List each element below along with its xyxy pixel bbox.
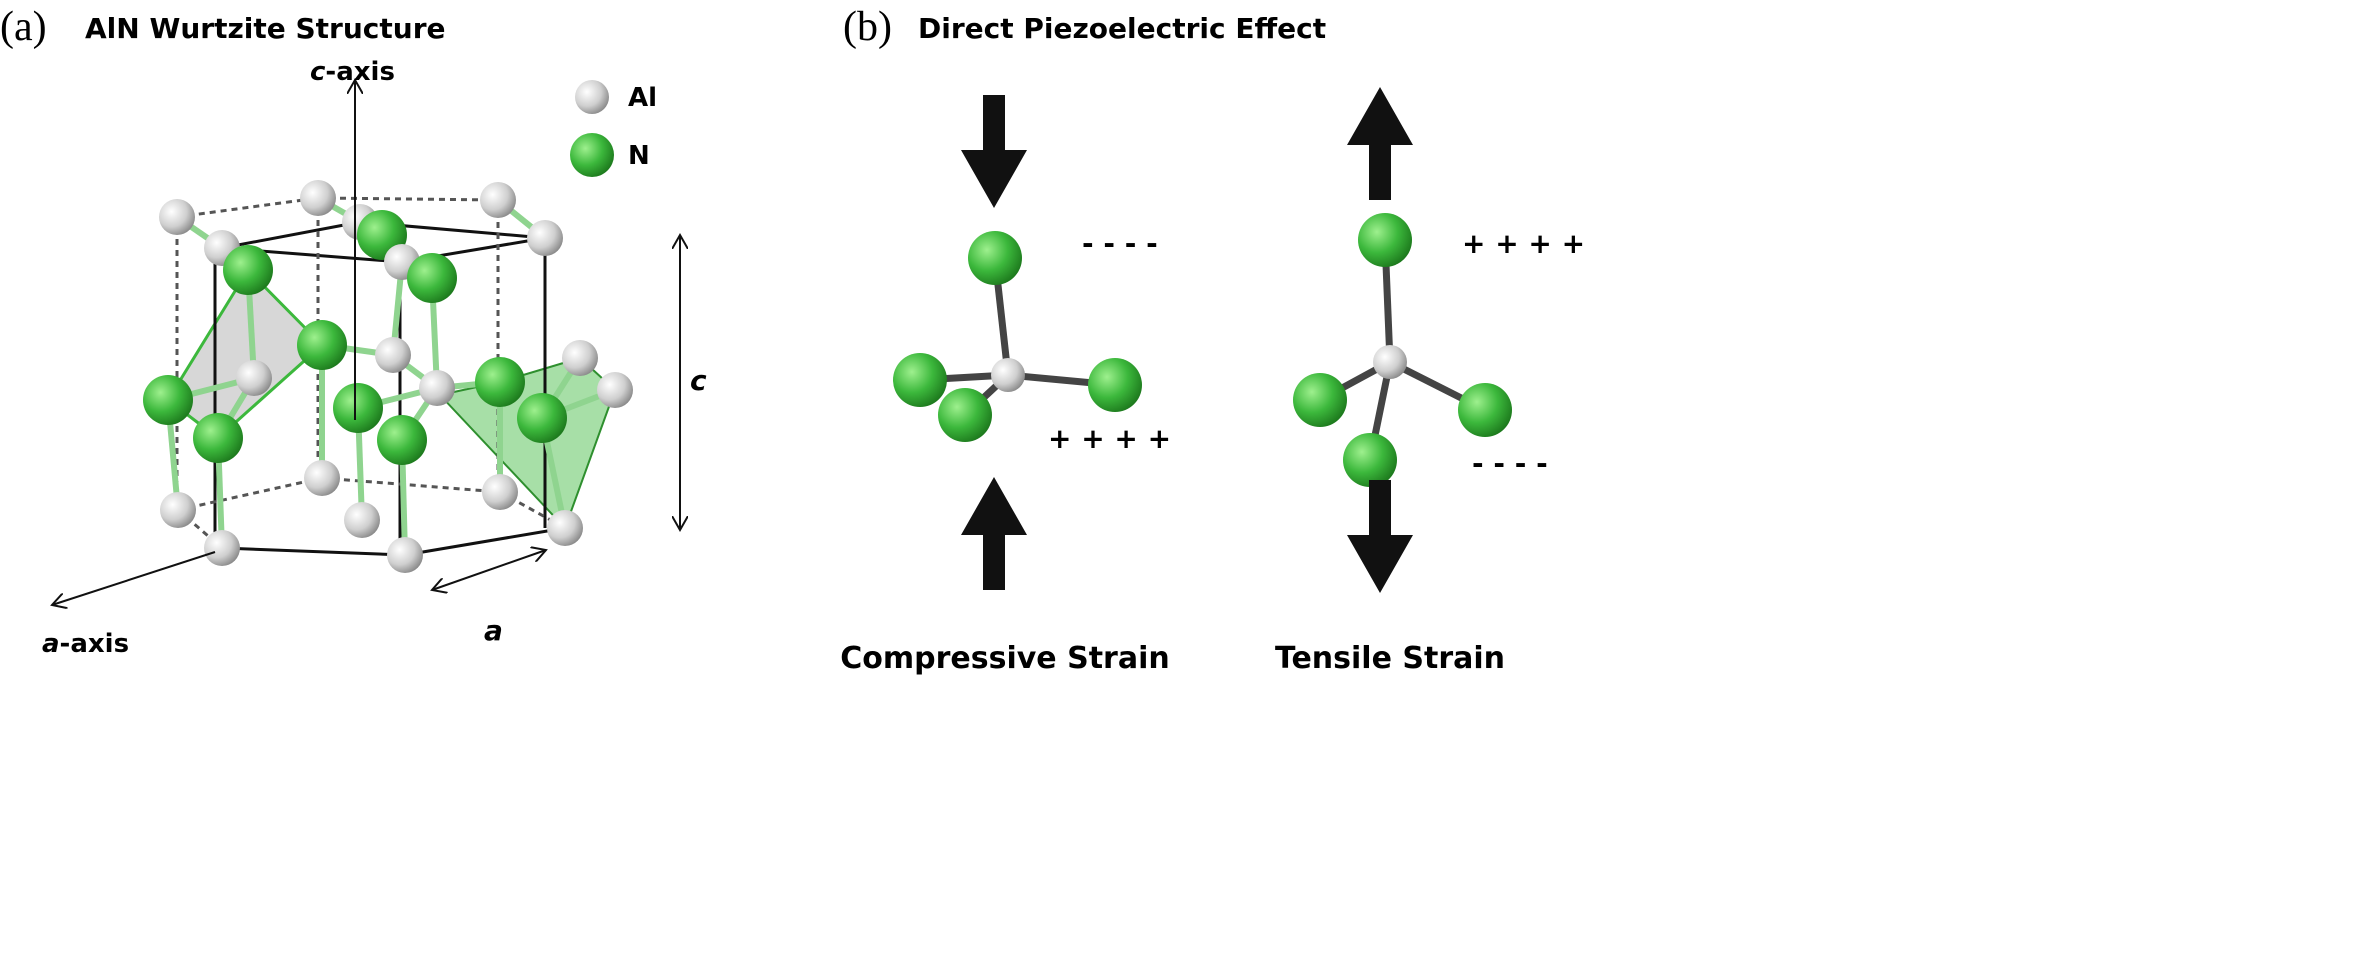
unit-cell-edge [221,546,406,557]
al-atom [387,537,423,573]
n-atom [938,388,992,442]
al-atom [344,502,380,538]
al-atom [597,372,633,408]
tensile-strain-label: Tensile Strain [1275,641,1505,676]
al-atom [236,360,272,396]
compressive-top-charge: - - - - [1082,227,1158,260]
unit-cell-dashed-edge [317,196,499,202]
compressive-strain-label: Compressive Strain [840,641,1169,676]
panel-b-title: Direct Piezoelectric Effect [918,12,1326,45]
legend-n-label: N [628,141,650,171]
legend-n-swatch [570,133,614,177]
unit-cell-dashed-edge [321,476,501,494]
panel-b-label: (b) [843,4,892,50]
n-atom [1458,383,1512,437]
n-atom [297,320,347,370]
al-atom [547,510,583,546]
legend-al-label: Al [628,83,657,113]
al-atom [480,182,516,218]
n-atom [223,245,273,295]
n-atom [333,383,383,433]
tetrahedral-units [893,213,1512,487]
panel-b: (b) Direct Piezoelectric Effect - - - - … [840,4,1585,676]
unit-cell-dashed-edge [176,196,319,219]
compressive-top-arrow [961,95,1027,208]
n-atom [1293,373,1347,427]
n-atom [475,357,525,407]
tensile-bottom-charge: - - - - [1472,447,1548,480]
compressive-bottom-arrow [961,477,1027,590]
al-atom [304,460,340,496]
unit-cell-edge [221,220,361,250]
al-atom [419,370,455,406]
c-parameter-label: c [690,364,707,397]
legend: Al N [570,80,657,177]
atoms [143,180,633,573]
al-atom [562,340,598,376]
al-atom [204,530,240,566]
n-atom [893,353,947,407]
al-atom [375,337,411,373]
al-atom [159,199,195,235]
tensile-top-charge: + + + + [1462,227,1585,260]
unit-cell-dashed-edge [177,476,323,512]
a-axis-label: a-axis [42,629,129,659]
n-atom [1343,433,1397,487]
compressive-bottom-charge: + + + + [1048,422,1171,455]
al-atom [1373,345,1407,379]
n-atom [407,253,457,303]
al-atom [300,180,336,216]
al-atom [160,492,196,528]
legend-al-swatch [575,80,609,114]
n-atom [517,393,567,443]
c-axis-label: c-axis [310,57,395,87]
tensile-top-arrow [1347,87,1413,200]
tensile-bottom-arrow [1347,480,1413,593]
al-atom [527,220,563,256]
panel-a-title: AlN Wurtzite Structure [85,12,446,45]
panel-a: (a) AlN Wurtzite Structure c-axis a-axis… [0,4,707,659]
n-atom [377,415,427,465]
n-atom [143,375,193,425]
panel-a-label: (a) [0,4,47,50]
n-atom [1358,213,1412,267]
al-atom [991,358,1025,392]
a-parameter-label: a [484,614,503,647]
n-atom [968,231,1022,285]
a-axis-arrow [52,551,216,605]
n-atom [193,413,243,463]
n-atom [1088,358,1142,412]
a-parameter-arrow [432,550,546,590]
al-atom [482,474,518,510]
